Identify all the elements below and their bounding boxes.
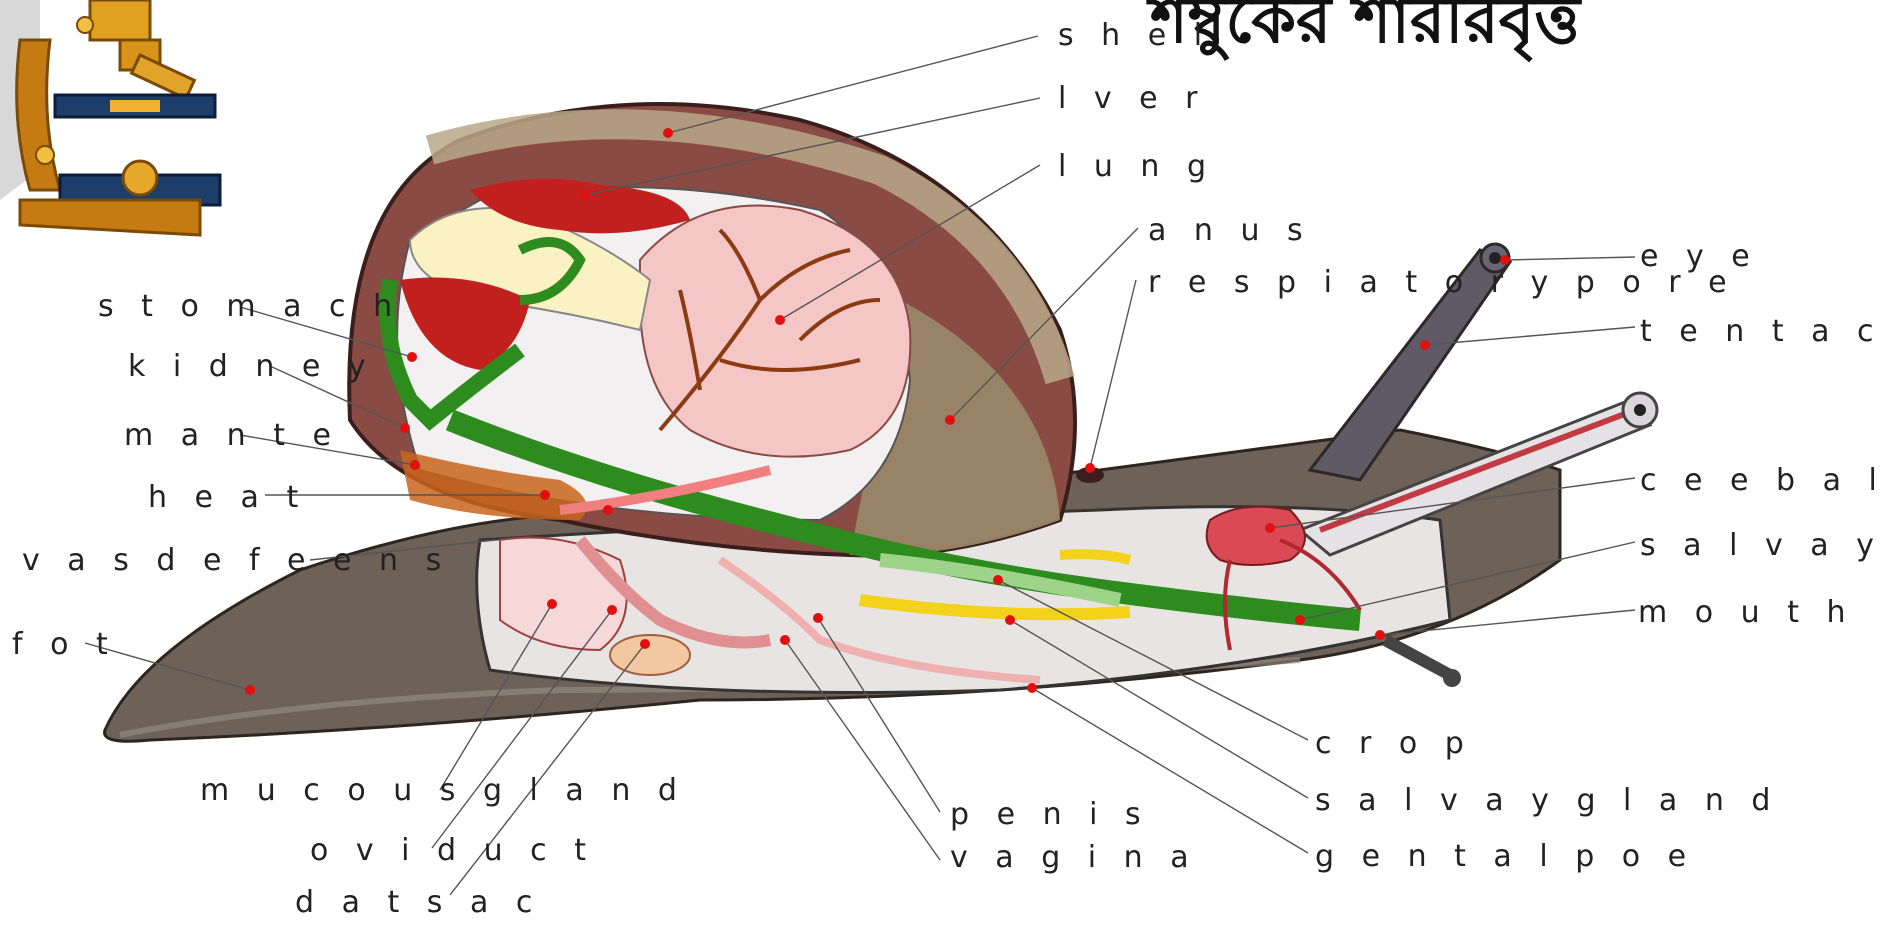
label-stomach: s t o m a c h <box>98 289 401 324</box>
microscope-icon <box>0 0 220 235</box>
cerebral-ganglia <box>1207 507 1305 565</box>
label-crop: c r o p <box>1315 726 1473 761</box>
label-vagina: v a g i n a <box>950 840 1198 875</box>
label-dart-sac: d a t s a c <box>295 885 541 920</box>
label-shell: s h e l <box>1058 18 1211 53</box>
label-liver: l v e r <box>1058 81 1207 116</box>
label-salivary-duct: s a l v a y d u <box>1640 528 1883 563</box>
label-kidney: k i d n e y <box>128 349 375 384</box>
page-title: শম্বুকের শারীরবৃত্ত <box>1146 0 1582 63</box>
label-cerebral-ganglia: c e e b a l g a <box>1640 463 1883 498</box>
label-mantle: m a n t e <box>124 418 340 453</box>
label-heart: h e a t <box>148 480 307 515</box>
label-penis: p e n i s <box>950 797 1150 832</box>
label-eye: e y e <box>1640 239 1759 274</box>
label-salivary-gland: s a l v a y g l a n d <box>1315 783 1779 818</box>
label-anus: a n u s <box>1148 213 1312 248</box>
label-mucous-gland: m u c o u s g l a n d <box>200 773 686 808</box>
label-genital-pore: g e n t a l p o e <box>1315 839 1695 874</box>
label-tentacle: t e n t a c l e <box>1640 314 1883 349</box>
label-lung: l u n g <box>1058 149 1215 184</box>
label-oviduct: o v i d u c t <box>310 833 595 868</box>
label-mouth: m o u t h <box>1638 595 1855 630</box>
label-vas-deferens: v a s d e f e e n s <box>22 543 450 578</box>
label-foot: f o t <box>12 627 117 662</box>
